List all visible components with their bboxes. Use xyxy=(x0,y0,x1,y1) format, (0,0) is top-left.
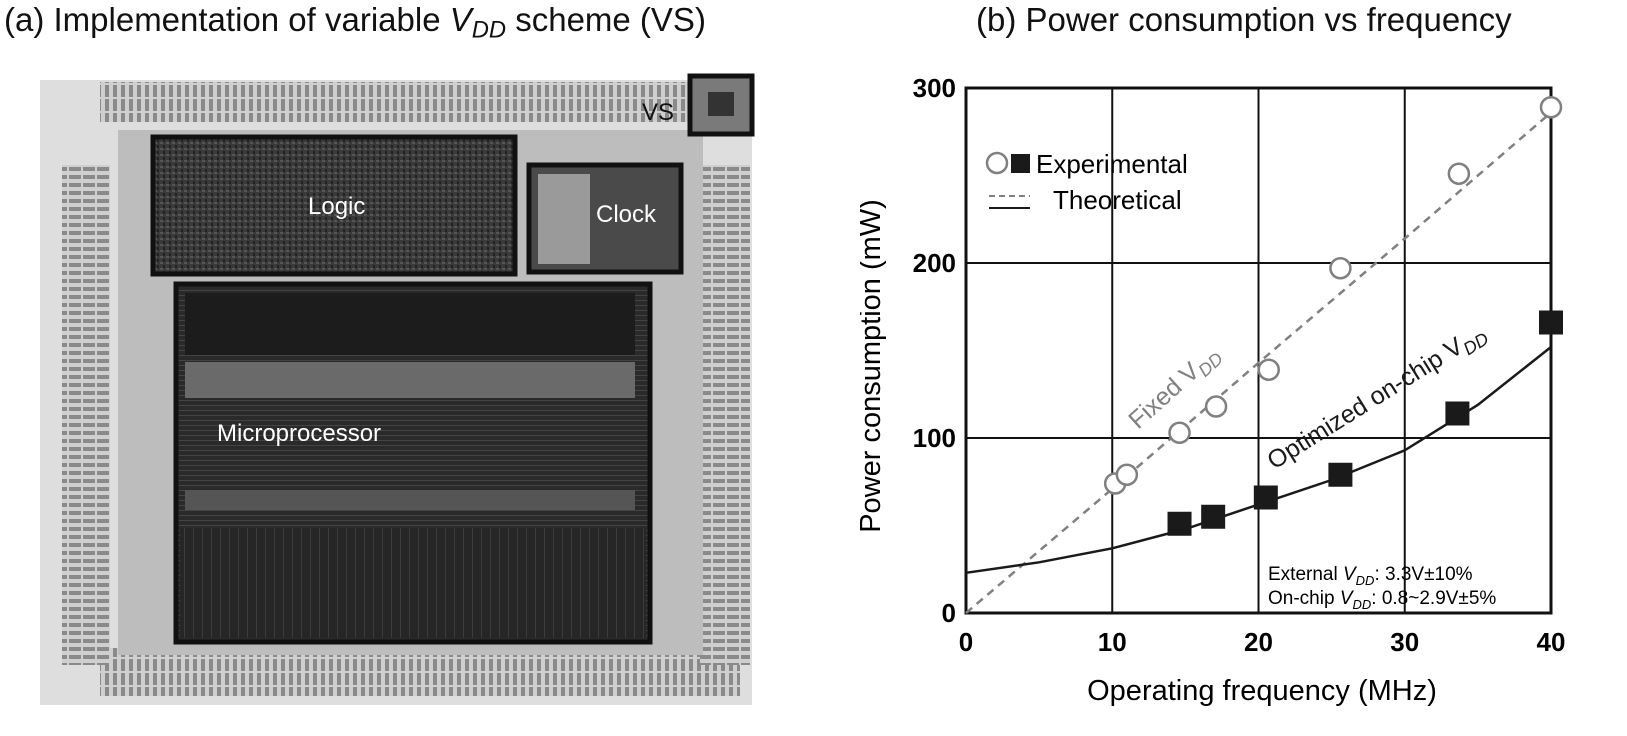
right-pad-ring xyxy=(700,165,750,665)
logic-block xyxy=(150,134,518,277)
fixed-vdd-point xyxy=(1115,463,1139,486)
microprocessor-top-array xyxy=(185,293,635,355)
x-tick-label: 30 xyxy=(1390,627,1419,657)
legend-theoretical-label: Theoretical xyxy=(1053,185,1182,215)
vs-label: VS xyxy=(642,99,674,126)
y-tick-label: 0 xyxy=(942,598,956,628)
tick-labels: 0 10 20 30 40 0 100 200 300 xyxy=(913,73,1566,657)
optimized-vdd-point xyxy=(1167,511,1192,536)
onchip-vdd-annotation: On-chip VDD: 0.8~2.9V±5% xyxy=(1268,588,1496,612)
data-markers xyxy=(1103,96,1563,536)
optimized-vdd-point xyxy=(1539,310,1563,335)
panel-a-title-v: VDD xyxy=(449,1,507,44)
x-tick-label: 0 xyxy=(959,627,973,657)
clock-label: Clock xyxy=(596,201,657,228)
legend-open-circle-icon xyxy=(985,151,1009,175)
power-chart: 0 10 20 30 40 0 100 200 300 Operating frequency … xyxy=(860,73,1566,707)
optimized-vdd-point xyxy=(1328,462,1353,487)
fixed-vdd-point xyxy=(1539,96,1563,119)
microprocessor-label: Microprocessor xyxy=(217,420,381,447)
supply-annotation: External VDD: 3.3V±10% On-chip VDD: 0.8~… xyxy=(1268,564,1496,612)
panel-a-title-sub: DD xyxy=(471,16,507,44)
microprocessor-mid-bus xyxy=(185,490,635,510)
legend-experimental-label: Experimental xyxy=(1036,149,1188,179)
logic-label: Logic xyxy=(308,193,365,220)
microprocessor-bus xyxy=(185,362,635,398)
optimized-vdd-point xyxy=(1253,485,1278,510)
chart-title: (b) Power consumption vs frequency xyxy=(976,1,1512,38)
vs-core xyxy=(708,92,734,116)
legend: Experimental Theoretical xyxy=(985,149,1188,215)
chip-micrograph: VS Logic Clock Microprocessor xyxy=(40,73,755,705)
x-tick-label: 10 xyxy=(1098,627,1127,657)
left-pad-ring xyxy=(62,165,110,665)
x-axis-label: Operating frequency (MHz) xyxy=(1087,675,1437,707)
optimized-vdd-label: Optimized on-chip VDD xyxy=(1262,318,1492,478)
fixed-vdd-point xyxy=(1168,421,1191,444)
external-vdd-annotation: External VDD: 3.3V±10% xyxy=(1268,564,1473,588)
optimized-vdd-point xyxy=(1445,401,1470,426)
chart-grid xyxy=(964,86,1553,615)
legend-filled-square-icon xyxy=(1011,154,1030,173)
fixed-vdd-point xyxy=(1447,162,1471,185)
fixed-vdd-point xyxy=(1329,257,1352,280)
microprocessor-bottom-array xyxy=(180,528,646,638)
y-tick-label: 200 xyxy=(913,248,956,278)
optimized-vdd-point xyxy=(1201,504,1226,529)
x-tick-label: 20 xyxy=(1244,627,1273,657)
panel-a-title: (a) Implementation of variable VDD schem… xyxy=(4,0,706,51)
fixed-vdd-theoretical-line xyxy=(965,111,1552,614)
x-tick-label: 40 xyxy=(1537,627,1566,657)
y-tick-label: 300 xyxy=(913,73,956,103)
y-tick-label: 100 xyxy=(913,423,956,453)
top-pad-ring xyxy=(100,82,740,122)
panel-a-title-prefix: (a) Implementation of variable xyxy=(4,1,450,38)
panel-a-title-suffix: scheme (VS) xyxy=(506,1,706,38)
bottom-pad-ring xyxy=(100,648,740,696)
fixed-vdd-point xyxy=(1257,358,1280,381)
plot-frame xyxy=(964,86,1553,615)
fixed-vdd-point xyxy=(1204,395,1228,418)
y-axis-label: Power consumption (mW) xyxy=(860,199,887,533)
clock-cells xyxy=(538,174,590,264)
